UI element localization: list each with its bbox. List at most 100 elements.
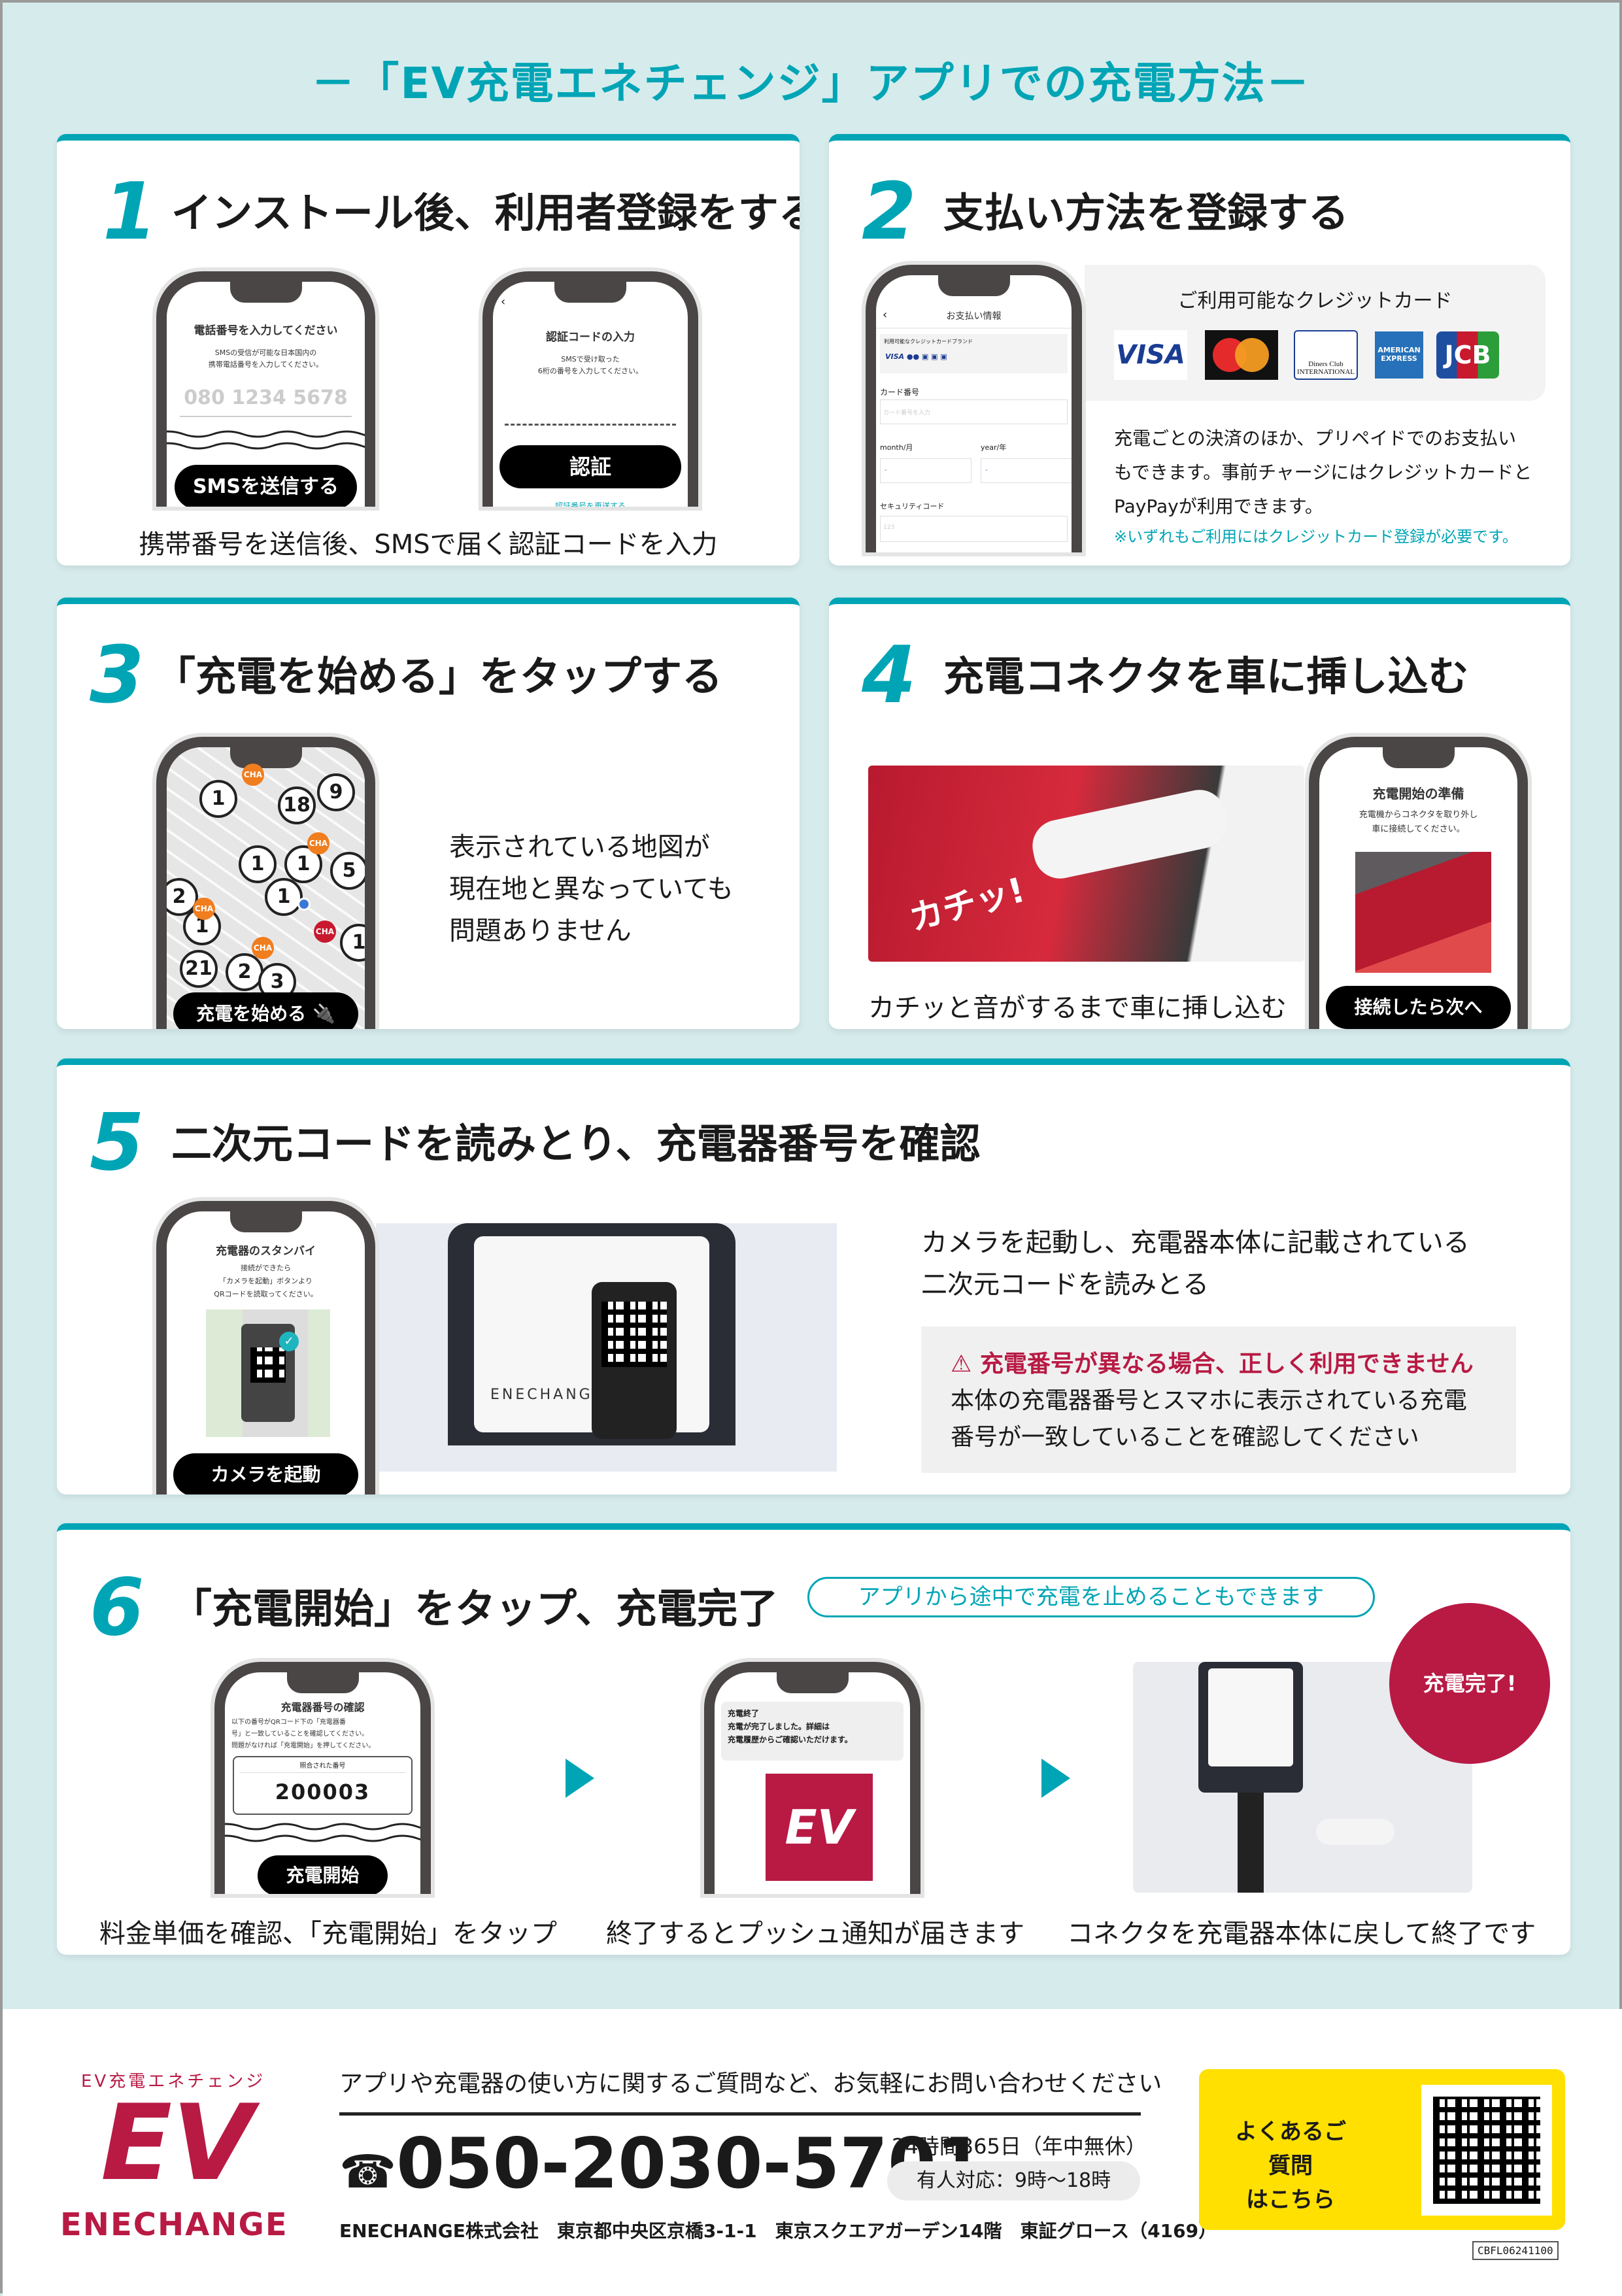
document-code: CBFL06241100 (1472, 2241, 1559, 2260)
send-sms-button[interactable]: SMSを送信する (175, 465, 357, 507)
start-charging-button[interactable]: 充電を始める 🔌 (173, 992, 358, 1029)
faq-qr-code[interactable] (1421, 2085, 1552, 2216)
card-number-label: カード番号 (880, 388, 920, 397)
phone-mockup-confirm: 充電器番号の確認 以下の番号がQRコード下の「充電器番 号」と一致していることを… (214, 1662, 431, 1894)
brands-label: 利用可能なクレジットカードブランド (884, 339, 973, 345)
warning-title: 充電番号が異なる場合、正しく利用できません (979, 1351, 1474, 1377)
launch-camera-button[interactable]: カメラを起動 (173, 1453, 358, 1494)
phone-desc: 携帯電話番号を入力してください。 (208, 360, 324, 369)
map-marker[interactable]: 1 (265, 878, 303, 916)
phone-desc: 6桁の番号を入力してください。 (537, 367, 643, 375)
phone-mockup-complete: 充電終了 充電が完了しました。詳細は 充電履歴からご確認いただけます。 EV (704, 1662, 921, 1894)
support-hours: 24時間365日（年中無休） (892, 2134, 1147, 2159)
resend-link[interactable]: 認証番号を再送する (554, 501, 626, 507)
phone-mockup-sms: 電話番号を入力してください SMSの受信が可能な日本国内の 携帯電話番号を入力し… (156, 271, 375, 507)
map-marker[interactable]: 1 (239, 845, 277, 883)
faq-box[interactable]: よくあるご質問 はこちら (1199, 2069, 1565, 2230)
phone-desc: SMSの受信が可能な日本国内の (214, 348, 317, 357)
credit-cards-title: ご利用可能なクレジットカード (1177, 290, 1453, 312)
phone-heading: 充電器番号の確認 (280, 1701, 365, 1714)
back-icon[interactable]: ‹ (501, 295, 506, 309)
step-title: 支払い方法を登録する (943, 189, 1349, 237)
charger-badge[interactable]: CHA (314, 920, 336, 943)
mastercard-logo (1205, 330, 1278, 380)
phone-desc: 車に接続してください。 (1372, 824, 1465, 834)
notice-title: 充電終了 (728, 1709, 760, 1718)
button-label: 充電を始める (196, 1003, 307, 1024)
start-charge-button[interactable]: 充電開始 (258, 1855, 388, 1894)
charger-badge[interactable]: CHA (252, 937, 274, 959)
phone-desc: 以下の番号がQRコード下の「充電器番 (231, 1719, 346, 1726)
map-marker[interactable]: 5 (330, 852, 365, 890)
step-caption: カチッと音がするまで車に挿し込む (868, 993, 1287, 1023)
phone-desc: 充電機からコネクタを取り外し (1359, 810, 1478, 820)
card-number-input[interactable]: カード番号を入力 (880, 399, 1068, 424)
security-code-input[interactable]: 123 (880, 516, 1068, 542)
phone-number-text: 050-2030-5701 (396, 2123, 985, 2204)
phone-mockup-connect: 充電開始の準備 充電機からコネクタを取り外し 車に接続してください。 接続したら… (1309, 737, 1528, 1029)
next-after-connect-button[interactable]: 接続したら次へ (1326, 986, 1511, 1029)
map-marker[interactable]: 9 (317, 773, 355, 811)
phone-mockup-camera: 充電器のスタンバイ 接続ができたら 「カメラを起動」ボタンより QRコードを読取… (156, 1201, 375, 1494)
charger-badge[interactable]: CHA (193, 898, 215, 920)
charger-badge[interactable]: CHA (242, 764, 264, 786)
amex-logo: AMERICAN EXPRESS (1375, 331, 1423, 379)
step-2-card: 2 支払い方法を登録する ご利用可能なクレジットカード VISA Diners … (829, 134, 1570, 566)
map-note: 表示されている地図が (449, 832, 710, 862)
qr-scan-illustration: ✓ (206, 1309, 330, 1437)
phone-number-input[interactable]: 080 1234 5678 (184, 386, 348, 409)
faq-text: はこちら (1246, 2187, 1335, 2213)
enechange-logo: ENECHANGE (60, 2206, 288, 2243)
phone-heading: 充電開始の準備 (1372, 786, 1464, 802)
step-caption: 終了するとプッシュ通知が届きます (606, 1919, 1024, 1949)
step-1-card: 1 インストール後、利用者登録をする 電話番号を入力してください SMSの受信が… (57, 134, 800, 566)
scan-instruction: カメラを起動し、充電器本体に記載されている (921, 1228, 1470, 1258)
charger-photo: ENECHANGE (376, 1223, 837, 1472)
map-marker[interactable]: 2 (167, 878, 198, 916)
inquiry-text: アプリや充電器の使い方に関するご質問など、お気軽にお問い合わせください (339, 2070, 1162, 2097)
wave-divider (225, 1821, 420, 1848)
car-illustration (1355, 852, 1491, 973)
month-select[interactable]: - (880, 458, 972, 483)
step-title: 充電コネクタを車に挿し込む (943, 652, 1469, 700)
charge-complete-badge: 充電完了! (1389, 1603, 1550, 1764)
scan-instruction: 二次元コードを読みとる (921, 1270, 1209, 1300)
verify-button[interactable]: 認証 (499, 445, 681, 488)
ev-app-logo: EV (766, 1774, 873, 1881)
map-note: 問題ありません (449, 916, 632, 946)
matched-label: 照合された番号 (239, 1757, 406, 1773)
warning-icon: ⚠ (951, 1351, 980, 1377)
stop-anytime-pill: アプリから途中で充電を止めることもできます (807, 1577, 1375, 1617)
step-number: 5 (90, 1098, 144, 1189)
step-caption: コネクタを充電器本体に戻して終了です (1067, 1919, 1536, 1949)
map-marker[interactable]: 21 (180, 950, 218, 988)
click-label: カチッ! (905, 870, 1029, 939)
payment-note: ※いずれもご利用にはクレジットカード登録が必要です。 (1114, 528, 1518, 546)
step-title: 「充電を始める」をタップする (155, 652, 723, 700)
month-label: month/月 (880, 443, 913, 452)
phone-icon: ☎ (339, 2145, 397, 2199)
wave-divider (167, 429, 365, 455)
map-marker[interactable]: 1 (199, 780, 237, 818)
map-marker[interactable]: 18 (278, 786, 316, 824)
step-number: 6 (90, 1562, 144, 1653)
step-3-card: 3 「充電を始める」をタップする 1 18 9 1 1 5 1 2 1 21 2… (57, 598, 800, 1029)
map-marker[interactable]: 2 (226, 953, 263, 991)
charger-badge[interactable]: CHA (307, 832, 329, 854)
warning-text: 本体の充電器番号とスマホに表示されている充電 (951, 1387, 1467, 1414)
year-label: year/年 (981, 443, 1007, 452)
map-marker[interactable]: 1 (340, 924, 365, 962)
phone-heading: 電話番号を入力してください (194, 324, 338, 337)
ev-logo: EV (101, 2082, 254, 2204)
code-input[interactable] (505, 406, 676, 426)
step-title: 「充電開始」をタップ、充電完了 (171, 1585, 779, 1632)
year-select[interactable]: - (981, 458, 1072, 483)
payment-text: PayPayが利用できます。 (1114, 496, 1323, 517)
step-number: 4 (862, 630, 917, 721)
phone-heading: 認証コードの入力 (546, 331, 635, 344)
phone-number[interactable]: ☎050-2030-5701 (339, 2123, 985, 2204)
phone-desc: 「カメラを起動」ボタンより (219, 1277, 313, 1285)
step-5-card: 5 二次元コードを読みとり、充電器番号を確認 ENECHANGE 充電器のスタン… (57, 1058, 1570, 1494)
back-icon[interactable]: ‹ (883, 308, 888, 322)
matched-number-box: 照合された番号 200003 (233, 1756, 413, 1815)
